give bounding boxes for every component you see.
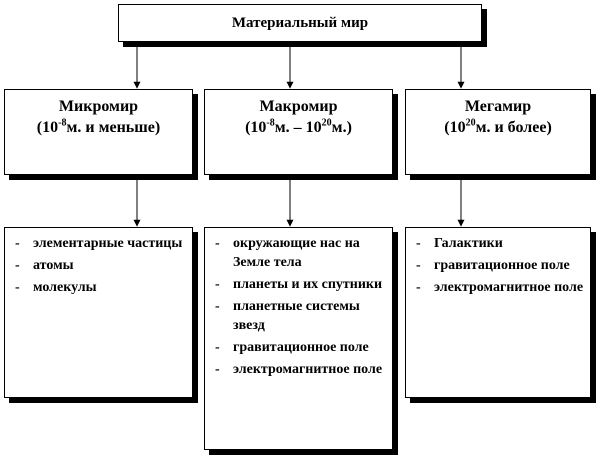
micro-world-node: Микромир (10-8м. и меньше) <box>4 89 193 175</box>
list-item: окружающие нас на Земле тела <box>215 234 386 272</box>
micro-range-close: м. и меньше) <box>66 119 161 136</box>
mega-range-open: (10 <box>444 119 466 136</box>
macro-range: (10-8м. – 1020м.) <box>205 117 392 138</box>
macro-range-exp2: 20 <box>321 117 332 129</box>
list-item: электромагнитное поле <box>416 278 584 297</box>
list-item: гравитационное поле <box>215 338 386 357</box>
mega-range-exp: 20 <box>465 117 476 129</box>
list-item: молекулы <box>15 278 186 297</box>
mega-title: Мегамир <box>464 98 532 115</box>
micro-range-open: (10 <box>36 119 59 136</box>
micro-items-list: элементарные частицы атомы молекулы <box>4 227 193 398</box>
macro-world-node: Макромир (10-8м. – 1020м.) <box>204 89 393 175</box>
micro-title: Микромир <box>58 98 139 115</box>
macro-range-exp1: -8 <box>266 117 275 129</box>
macro-items-list: окружающие нас на Земле тела планеты и и… <box>204 227 393 450</box>
macro-title: Макромир <box>259 98 338 115</box>
micro-range-exp: -8 <box>58 117 67 129</box>
list-item: элементарные частицы <box>15 234 186 253</box>
root-node: Материальный мир <box>118 4 482 42</box>
mega-range: (1020м. и более) <box>406 117 590 138</box>
macro-range-close: м.) <box>331 119 352 136</box>
list-item: Галактики <box>416 234 584 253</box>
macro-range-open: (10 <box>245 119 267 136</box>
mega-world-node: Мегамир (1020м. и более) <box>405 89 591 175</box>
list-item: планеты и их спутники <box>215 275 386 294</box>
micro-range: (10-8м. и меньше) <box>5 117 192 138</box>
mega-range-close: м. и более) <box>475 119 552 136</box>
root-label: Материальный мир <box>231 14 369 31</box>
list-item: электромагнитное поле <box>215 360 386 379</box>
list-item: атомы <box>15 256 186 275</box>
macro-range-mid: м. – 10 <box>274 119 322 136</box>
list-item: гравитационное поле <box>416 256 584 275</box>
mega-items-list: Галактики гравитационное поле электромаг… <box>405 227 591 398</box>
list-item: планетные системы звезд <box>215 297 386 335</box>
